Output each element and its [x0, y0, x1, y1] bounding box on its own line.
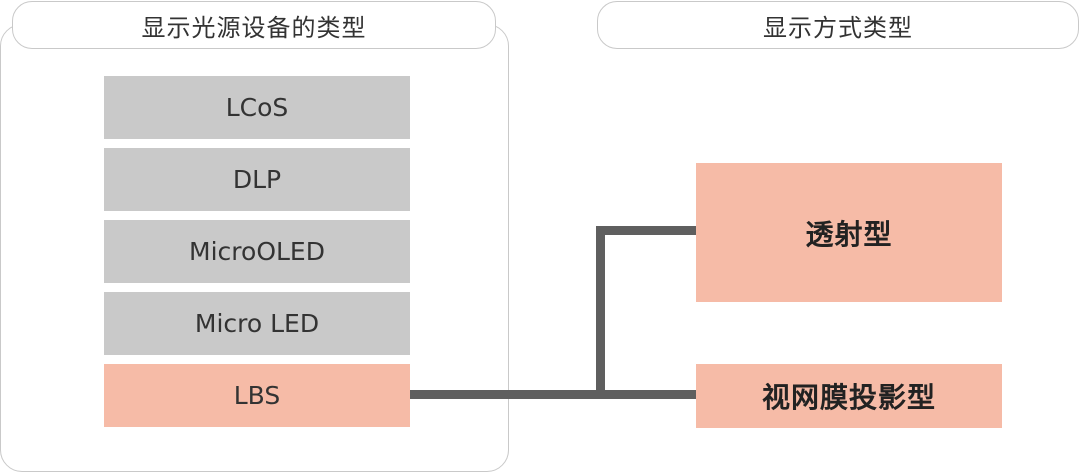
source-box-dlp: DLP [104, 148, 410, 211]
source-box-microoled: MicroOLED [104, 220, 410, 283]
source-box-lbs: LBS [104, 364, 410, 427]
connector-horizontal-main [410, 390, 697, 399]
mode-box-transmissive: 透射型 [696, 163, 1002, 302]
light-source-types-header: 显示光源设备的类型 [12, 1, 496, 49]
display-method-types-header: 显示方式类型 [597, 1, 1079, 49]
connector-horizontal-top [596, 226, 697, 235]
source-box-micro-led: Micro LED [104, 292, 410, 355]
mode-box-retinal-projection: 视网膜投影型 [696, 364, 1002, 428]
source-box-lcos: LCoS [104, 76, 410, 139]
connector-vertical [596, 226, 605, 399]
